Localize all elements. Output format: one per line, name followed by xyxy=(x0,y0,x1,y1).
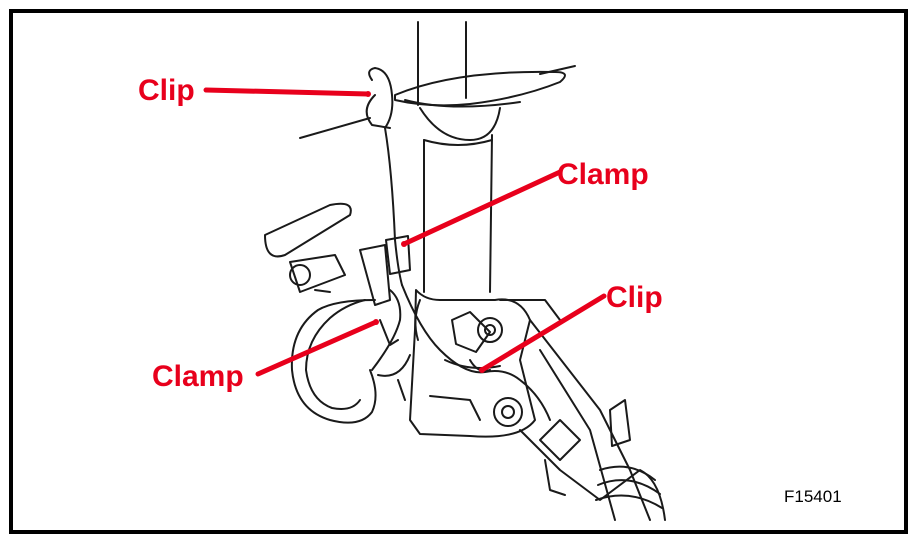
spring-seat xyxy=(394,65,576,141)
leader-clamp-lower xyxy=(255,319,379,377)
callout-clip-right: Clip xyxy=(606,281,663,314)
strut-rod xyxy=(417,21,467,106)
figure-code: F15401 xyxy=(784,487,842,506)
steering-knuckle xyxy=(409,289,561,438)
brake-bracket xyxy=(264,202,391,306)
sensor-harness xyxy=(299,67,551,421)
diagram-frame xyxy=(9,9,908,534)
callout-clip-top: Clip xyxy=(138,74,195,107)
brake-hose xyxy=(290,289,411,424)
leader-clamp-upper xyxy=(401,169,563,247)
callout-clamp-upper: Clamp xyxy=(557,158,649,191)
callout-clamp-lower: Clamp xyxy=(152,360,244,393)
leader-clip-top xyxy=(203,87,371,97)
strut-tube xyxy=(423,134,493,293)
lower-arm xyxy=(519,319,666,521)
leader-clip-right xyxy=(479,293,607,373)
